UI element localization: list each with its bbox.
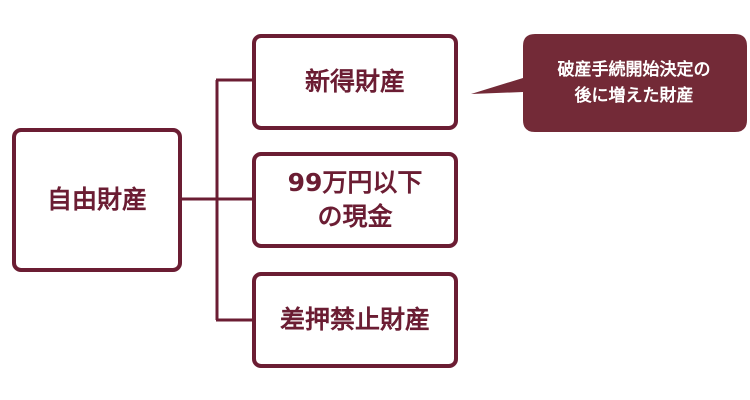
callout-text-line-2: 後に増えた財産	[574, 86, 694, 106]
branch-node-label-line-2: の現金	[317, 202, 393, 231]
branch-node-label-line-1: 99万円以下	[287, 167, 423, 197]
root-node-free-property: 自由財産	[12, 128, 182, 272]
branch-node-label: 差押禁止財産	[279, 305, 430, 335]
callout-bubble: 破産手続開始決定の 後に増えた財産	[471, 34, 747, 132]
branch-node-label: 新得財産	[304, 67, 405, 97]
callout-text-line-1: 破産手続開始決定の	[557, 59, 711, 80]
branch-node-new-assets: 新得財産	[252, 34, 458, 130]
root-node-label: 自由財産	[46, 185, 147, 215]
branch-node-exempt-assets: 差押禁止財産	[252, 272, 458, 368]
callout-shape	[471, 34, 747, 132]
branch-node-cash: 99万円以下 の現金	[252, 152, 458, 248]
